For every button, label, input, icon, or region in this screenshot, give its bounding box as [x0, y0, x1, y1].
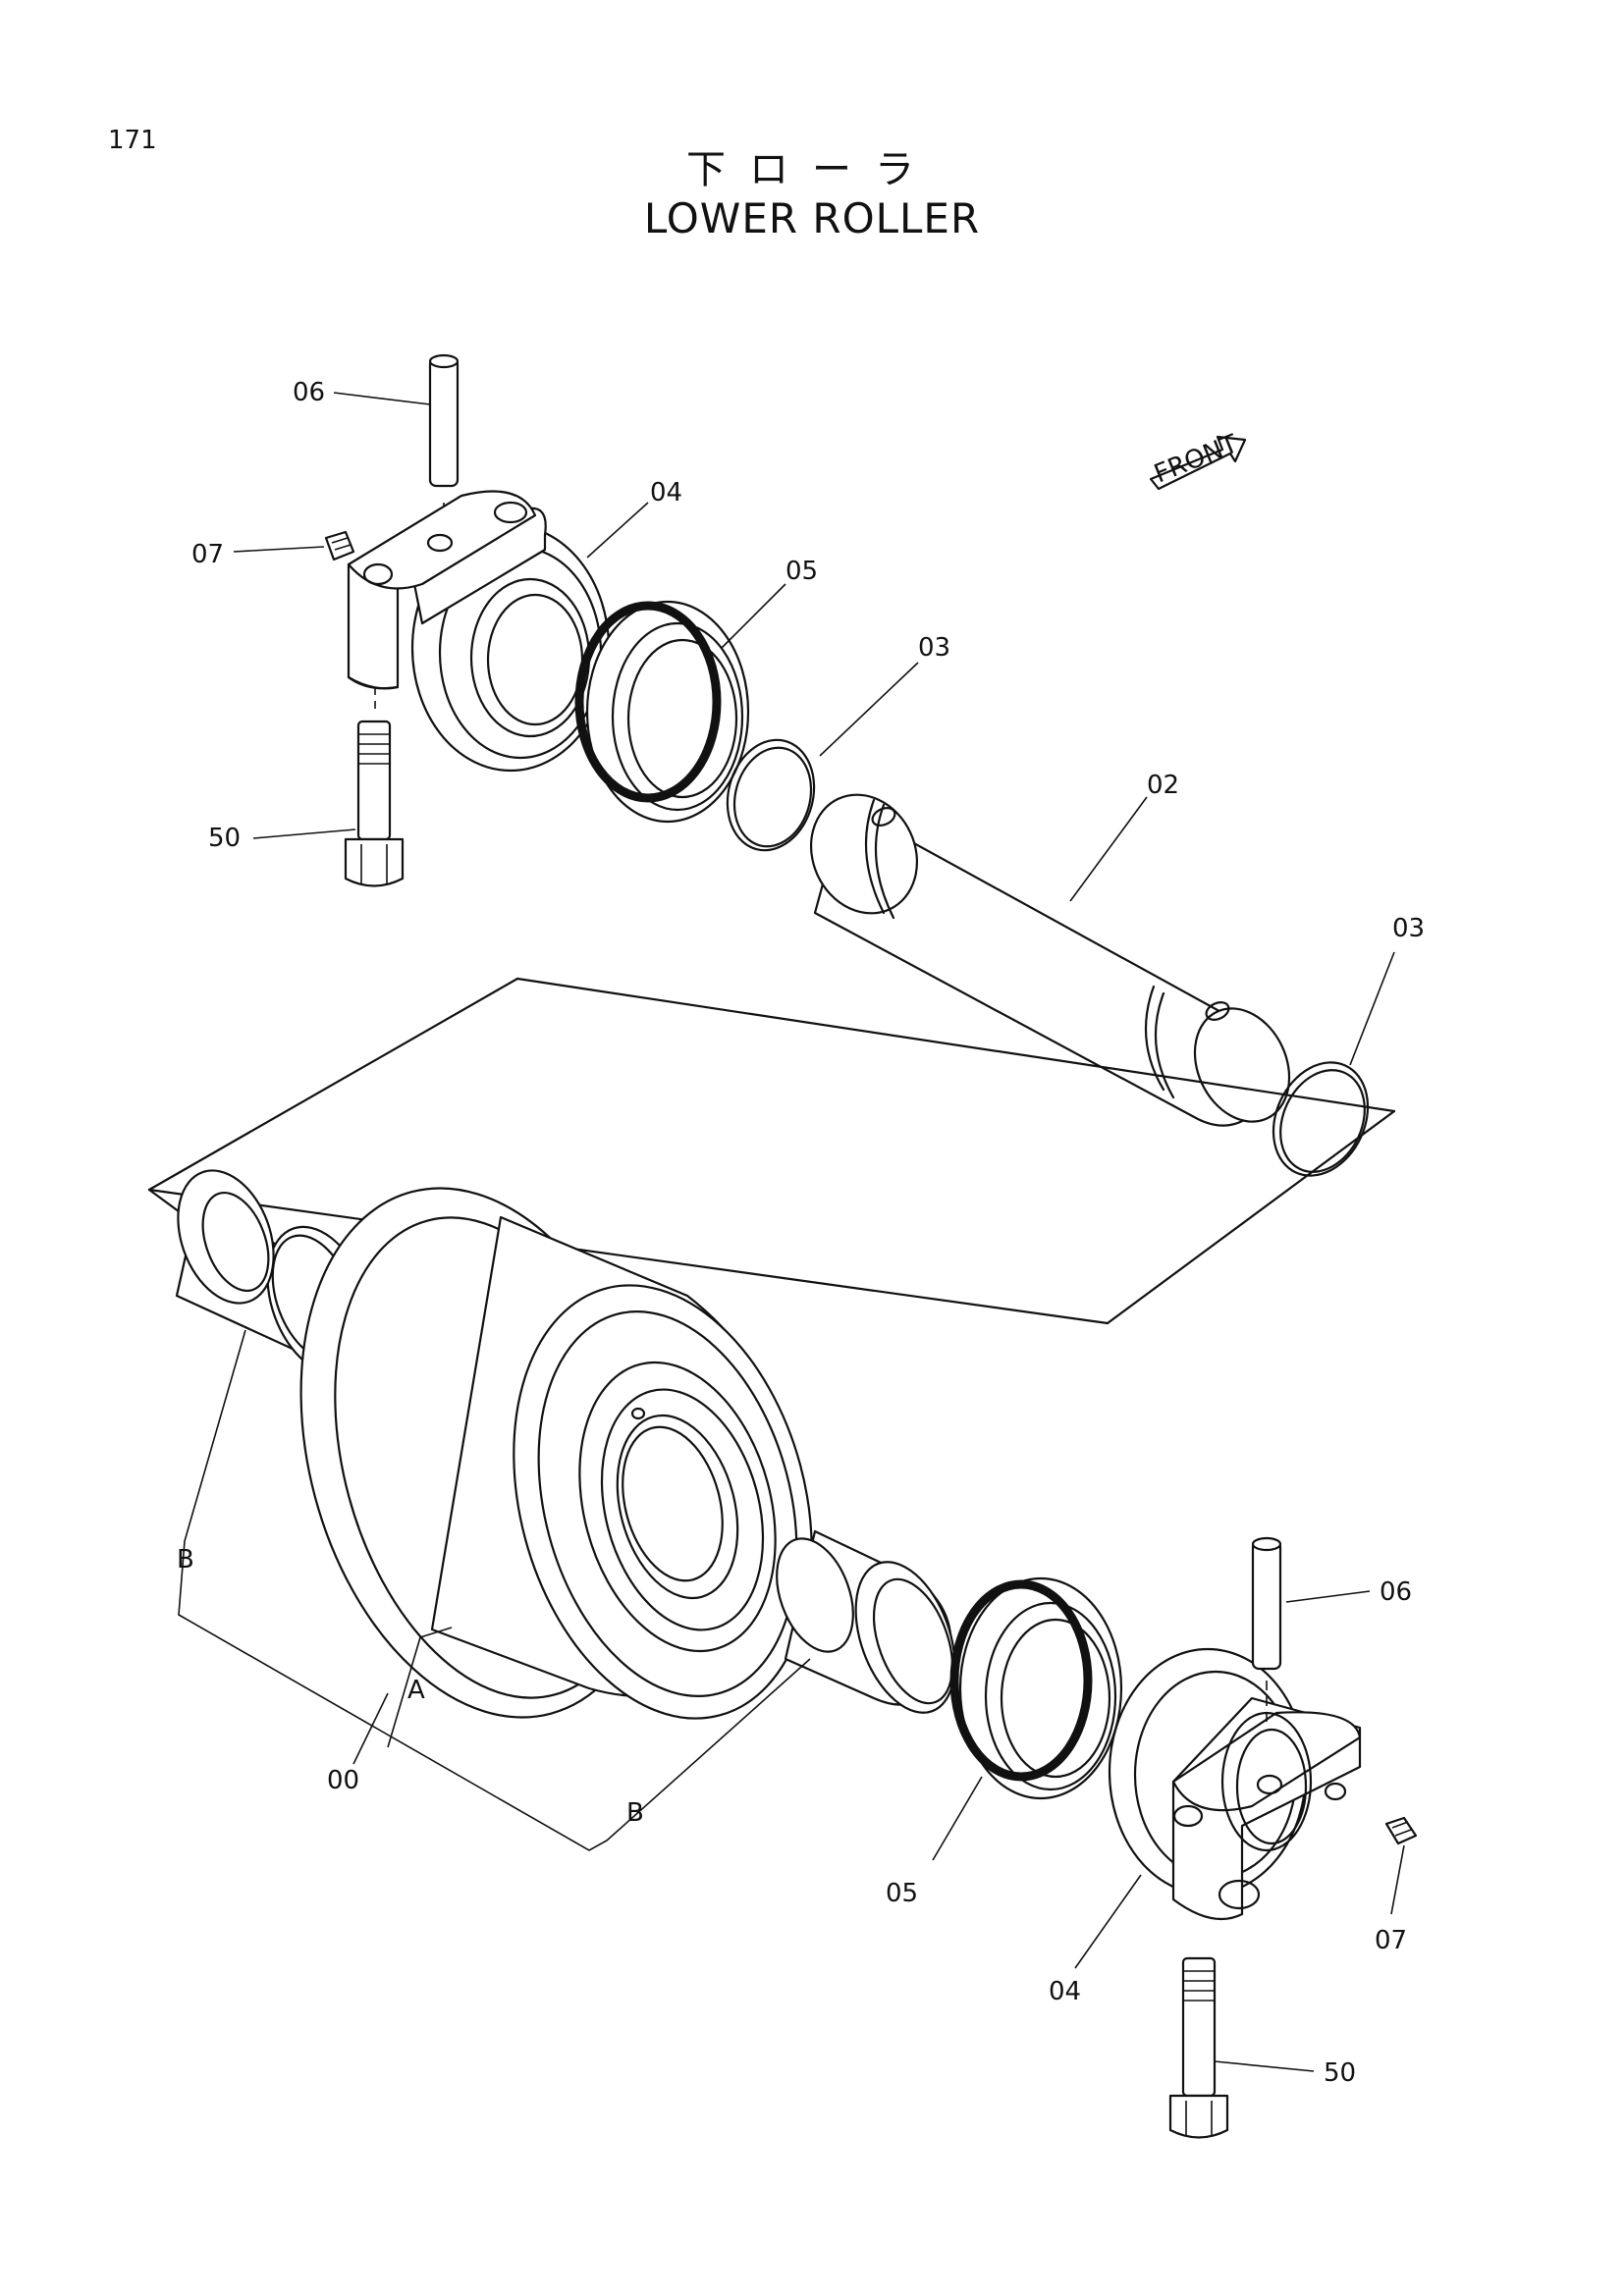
part-06-pin-bottom	[1251, 1536, 1282, 1728]
part-04-bracket-top	[347, 490, 611, 773]
callout-03-top: 03	[918, 633, 950, 663]
page-number: 171	[108, 126, 157, 155]
front-arrow-label: FRONT	[1150, 429, 1242, 489]
part-05-seal-top	[574, 600, 750, 824]
callout-50-bottom: 50	[1324, 2058, 1356, 2088]
callout-A: A	[407, 1676, 425, 1705]
bushing-right	[776, 1529, 956, 1714]
roller-assembly-envelope	[147, 977, 1396, 1325]
callout-00: 00	[327, 1766, 359, 1795]
part-02-shaft	[809, 793, 1291, 1127]
callout-04-top: 04	[650, 478, 682, 507]
front-arrow-marker: FRONT	[1149, 429, 1247, 491]
callout-06-bottom: 06	[1380, 1577, 1412, 1607]
callout-B-bottom: B	[626, 1798, 644, 1828]
part-06-pin-top	[428, 353, 460, 538]
part-04-bracket-bottom	[1108, 1647, 1362, 1921]
callout-05-top: 05	[785, 557, 818, 586]
part-07-setscrew-bottom	[1384, 1816, 1418, 1845]
callout-05-bottom: 05	[886, 1879, 918, 1908]
callout-07-top: 07	[191, 540, 224, 569]
callout-50-top: 50	[208, 824, 241, 853]
part-03-oring-top	[726, 738, 816, 852]
callout-03-right: 03	[1392, 914, 1425, 943]
part-50-bolt-top	[344, 687, 405, 887]
callout-04-bottom: 04	[1049, 1977, 1081, 2006]
part-50-bolt-bottom	[1168, 1956, 1229, 2139]
part-00-roller-body	[299, 1187, 813, 1720]
callout-06-top: 06	[293, 378, 325, 407]
callout-B-left: B	[177, 1545, 194, 1575]
part-07-setscrew-top	[324, 530, 355, 561]
part-05-seal-bottom	[949, 1576, 1123, 1800]
leader-lines	[178, 392, 1405, 2072]
title-english: LOWER ROLLER	[643, 194, 981, 242]
callout-07-bottom: 07	[1375, 1926, 1407, 1955]
callout-02: 02	[1147, 771, 1179, 800]
title-japanese: 下ローラ	[686, 147, 938, 192]
